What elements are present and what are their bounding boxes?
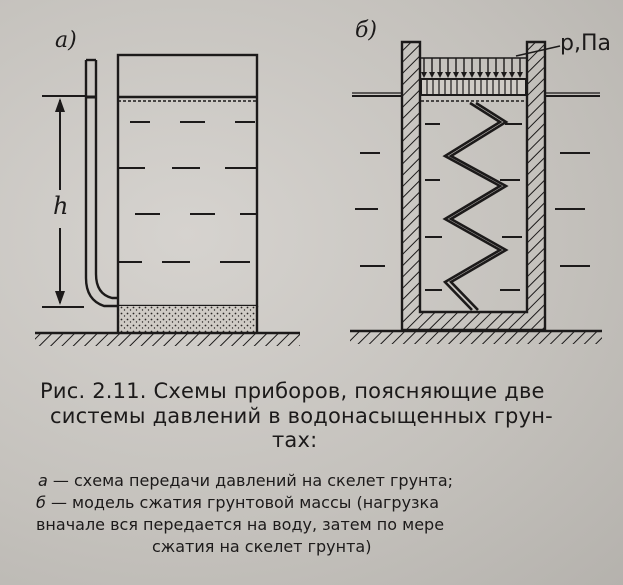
piezometer-tube <box>84 58 118 308</box>
pressure-arrows <box>420 57 527 74</box>
legend-item-a: а — схема передачи давлений на скелет гр… <box>38 470 453 492</box>
height-dimension <box>42 95 86 308</box>
legend-text-b-line-2: вначале вся передается на воду, затем по… <box>36 515 445 534</box>
outside-water <box>352 92 600 267</box>
inner-water <box>425 123 522 291</box>
caption-line-3: тах: <box>272 428 318 452</box>
legend-marker-b: б <box>36 493 46 512</box>
legend-marker-a: а <box>38 471 48 490</box>
panel-a-label: а) <box>55 28 77 53</box>
caption-line-2: системы давлений в водонасыщенных грун- <box>50 404 553 428</box>
panel-b-label: б) <box>355 18 377 43</box>
legend-item-b: б — модель сжатия грунтовой массы (нагру… <box>36 492 439 514</box>
ground-a <box>35 331 300 346</box>
legend-text-a: — схема передачи давлений на скелет грун… <box>47 471 454 490</box>
figure-2-11: а) h <box>35 18 611 346</box>
legend-text-b-line-3: сжатия на скелет грунта) <box>152 537 372 556</box>
height-label: h <box>53 192 68 220</box>
ground-b <box>350 329 602 344</box>
legend-text-b: — модель сжатия грунтовой массы (нагрузк… <box>45 493 440 512</box>
vessel-a <box>116 53 259 332</box>
piston <box>420 78 527 102</box>
spring <box>442 101 509 311</box>
caption-line-1: Рис. 2.11. Схемы приборов, поясняющие дв… <box>40 379 545 403</box>
pressure-label: р,Па <box>560 31 611 56</box>
